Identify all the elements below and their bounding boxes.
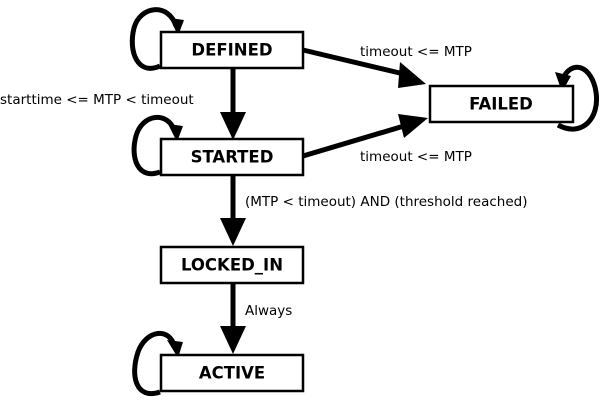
edge-defined-failed (302, 47, 426, 88)
label-defined-to-failed: timeout <= MTP (360, 44, 472, 60)
state-locked-in: LOCKED_IN (159, 245, 305, 285)
state-started-label: STARTED (191, 148, 274, 167)
state-active: ACTIVE (159, 353, 305, 393)
state-started: STARTED (159, 137, 305, 177)
state-defined: DEFINED (159, 30, 305, 70)
edge-started-locked-in (220, 175, 246, 246)
self-loop-defined (129, 7, 184, 71)
edge-locked-in-active (220, 283, 246, 354)
label-locked-in-to-active: Always (245, 303, 292, 319)
label-defined-to-started: starttime <= MTP < timeout (0, 92, 194, 108)
edge-defined-started (220, 68, 246, 140)
self-loop-started (131, 114, 183, 177)
state-locked-in-label: LOCKED_IN (181, 256, 283, 275)
state-defined-label: DEFINED (191, 41, 272, 60)
label-started-to-failed: timeout <= MTP (360, 149, 472, 165)
edge-started-failed (302, 114, 428, 159)
self-loop-active (132, 330, 183, 397)
state-active-label: ACTIVE (199, 364, 265, 383)
label-started-to-locked-in: (MTP < timeout) AND (threshold reached) (245, 194, 527, 210)
self-loop-failed (555, 64, 600, 132)
state-failed: FAILED (428, 84, 575, 124)
state-failed-label: FAILED (469, 95, 533, 114)
